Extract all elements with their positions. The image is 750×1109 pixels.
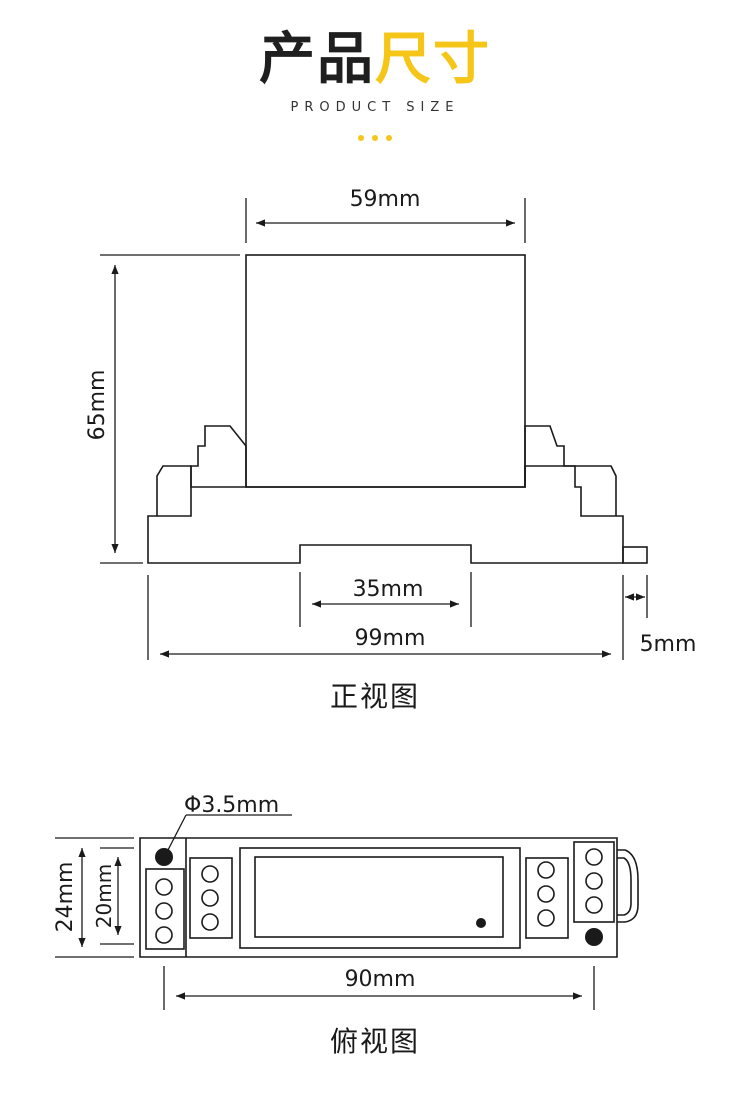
page-subtitle: PRODUCT SIZE [290, 100, 460, 115]
top-dimension-labels: Φ3.5mm 24mm 20mm 90mm [53, 793, 415, 992]
mounting-hole-right [585, 928, 603, 946]
top-view [139, 837, 639, 958]
top-dimensions [55, 814, 595, 1010]
indicator-dot [476, 918, 486, 928]
title-part-1: 产品 [259, 27, 375, 92]
front-view-label: 正视图 [329, 680, 420, 713]
dot-icon [358, 135, 364, 141]
display-inner [254, 856, 504, 938]
front-right-step [575, 465, 617, 516]
display-window [239, 847, 521, 949]
decorative-dots [0, 126, 750, 145]
top-view-label: 俯视图 [329, 1025, 420, 1058]
mounting-hole-left [155, 848, 173, 866]
dim-label-59: 59mm [350, 187, 421, 212]
dim-label-20: 20mm [92, 864, 116, 928]
header: 产品尺寸 PRODUCT SIZE [0, 0, 750, 150]
top-body [139, 837, 618, 958]
page-title: 产品尺寸 [0, 26, 750, 94]
terminal-block-left-inner [189, 857, 233, 939]
front-top-body [245, 254, 526, 488]
dim-label-99: 99mm [355, 626, 426, 651]
dim-label-5: 5mm [640, 632, 697, 657]
dim-label-65: 65mm [85, 370, 110, 441]
top-view-holes [155, 848, 603, 946]
dot-icon [386, 135, 392, 141]
front-left-terminal [190, 425, 247, 487]
front-right-terminal [524, 425, 575, 487]
dim-label-90: 90mm [345, 967, 416, 992]
dot-icon [372, 135, 378, 141]
front-base [147, 465, 624, 564]
dim-label-hole: Φ3.5mm [184, 793, 279, 818]
title-part-2: 尺寸 [375, 27, 491, 92]
front-view [147, 254, 648, 564]
dim-label-35: 35mm [353, 577, 424, 602]
top-right-hook [617, 849, 639, 923]
front-dimension-labels: 59mm 65mm 35mm 99mm 5mm [85, 187, 696, 657]
front-dimensions [100, 198, 648, 660]
front-left-clip [157, 487, 192, 517]
terminal-block-left-outer [145, 868, 185, 950]
front-tab [622, 546, 648, 564]
terminal-block-right-outer [573, 841, 615, 923]
dim-label-24: 24mm [53, 862, 78, 933]
terminal-block-right-inner [525, 857, 569, 939]
